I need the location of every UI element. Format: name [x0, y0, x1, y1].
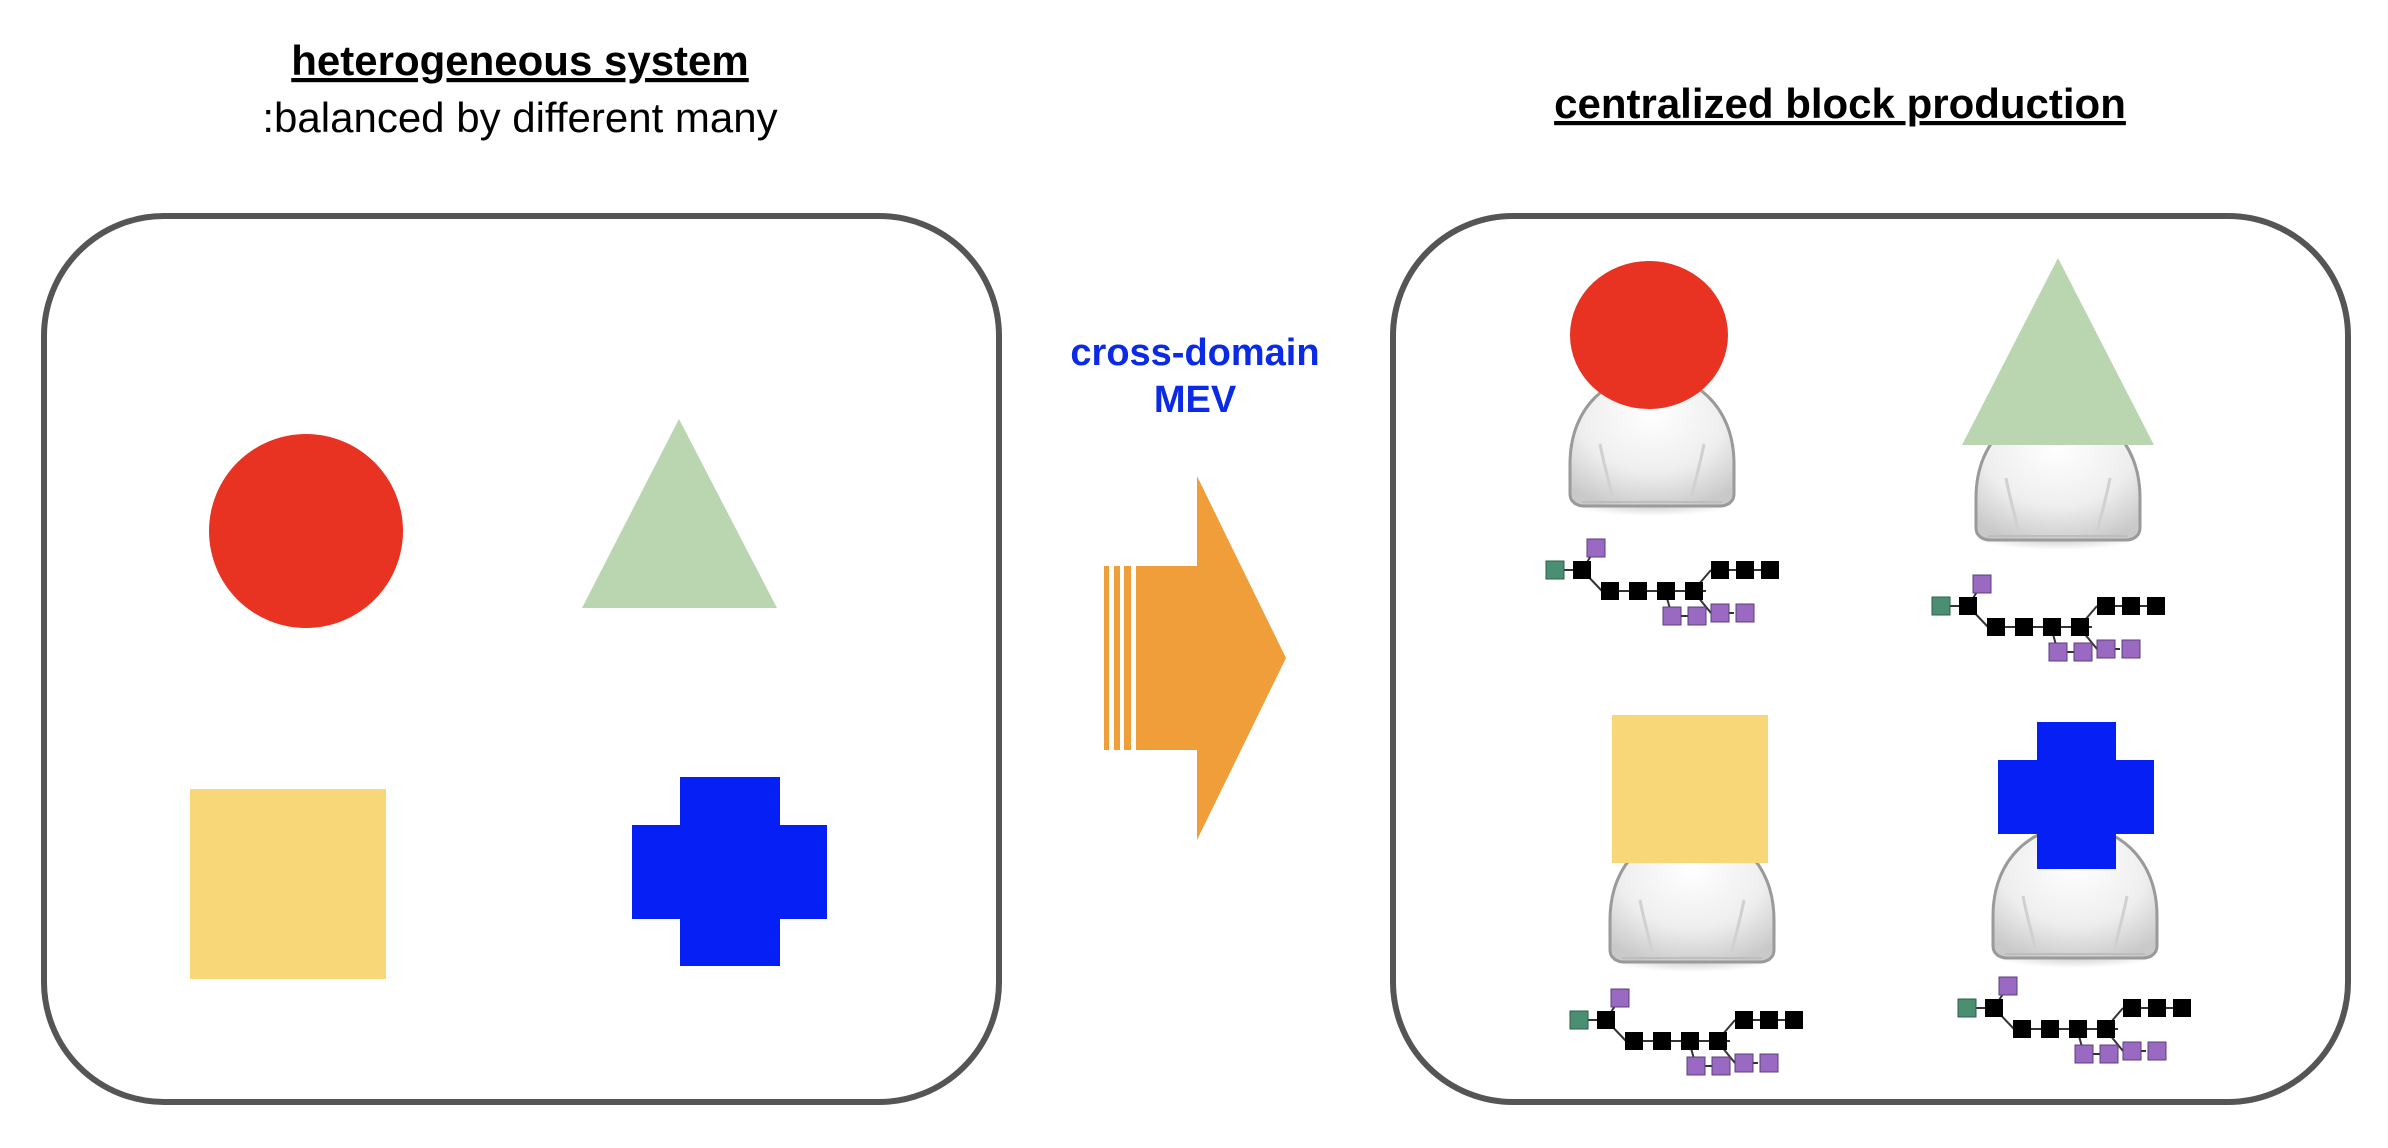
arrow-label-line1: cross-domain [1070, 332, 1319, 374]
builder-square [1569, 715, 1804, 1076]
left-panel-title: heterogeneous system [291, 37, 749, 84]
left-panel-box [41, 213, 1002, 1105]
right-panel-box [1390, 213, 2351, 1105]
blue-cross-head [1998, 722, 2154, 869]
arrow-label-line2: MEV [1154, 379, 1237, 421]
green-triangle-head [1962, 258, 2154, 445]
builder-circle [1545, 261, 1780, 626]
left-panel-subtitle: :balanced by different many [262, 94, 777, 141]
red-circle-head [1570, 261, 1728, 409]
red-circle-shape [209, 434, 403, 628]
yellow-square-head [1612, 715, 1768, 863]
blue-cross-shape [632, 777, 827, 966]
green-triangle-shape [582, 419, 777, 608]
transition-arrow-icon [1104, 476, 1286, 840]
right-panel-title: centralized block production [1554, 80, 2126, 127]
builder-cross [1957, 722, 2192, 1064]
yellow-square-shape [190, 789, 386, 979]
builder-triangle [1931, 258, 2166, 662]
